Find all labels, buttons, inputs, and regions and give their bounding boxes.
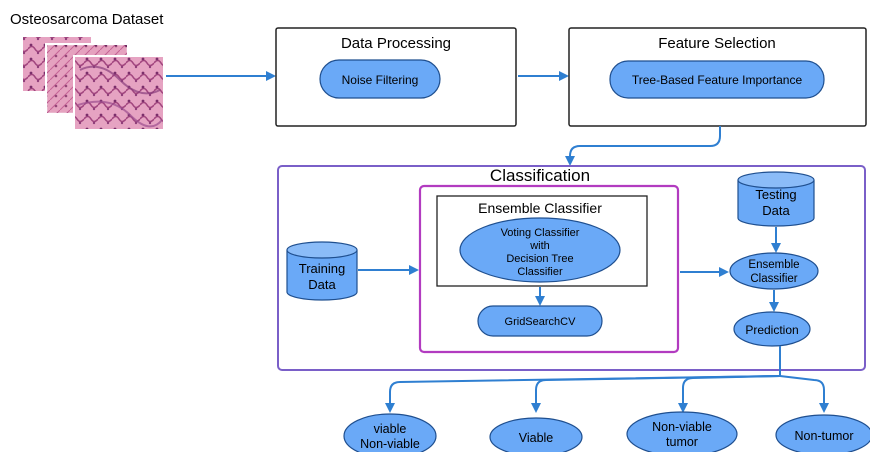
ensemble-node-label-line2: Classifier	[750, 273, 797, 285]
prediction-node	[733, 311, 811, 347]
training-data-node: Training Data	[286, 241, 358, 301]
dataset-title: Osteosarcoma Dataset	[10, 11, 164, 28]
ensemble-node-label-line1: Ensemble	[748, 259, 799, 271]
training-data-label-line1: Training	[299, 261, 345, 276]
output-branches	[385, 346, 829, 413]
testing-data-label-line1: Testing	[755, 187, 796, 202]
output-non-viable-tumor-node	[626, 411, 738, 452]
voting-label-line2: with	[529, 240, 550, 252]
output-1-label-line1: viable	[374, 422, 407, 436]
feature-selection-title: Feature Selection	[658, 35, 776, 52]
histology-image-stack	[21, 35, 165, 131]
voting-classifier-node	[459, 217, 621, 283]
output-3-label-line1: Non-viable	[652, 420, 712, 434]
ensemble-classifier-title: Ensemble Classifier	[478, 200, 602, 216]
output-1-label-line2: Non-viable	[360, 437, 420, 451]
output-viable-non-viable-node	[343, 413, 437, 452]
testing-data-node: Testing Data	[737, 171, 815, 227]
gridsearchcv-label: GridSearchCV	[505, 316, 577, 328]
voting-label-line1: Voting Classifier	[501, 227, 580, 239]
output-viable-node	[489, 417, 583, 452]
classification-title: Classification	[490, 166, 590, 185]
noise-filtering-label: Noise Filtering	[342, 73, 419, 87]
output-3-label-line2: tumor	[666, 435, 698, 449]
output-non-tumor-node	[775, 414, 870, 452]
ensemble-classifier-node	[729, 252, 819, 290]
voting-label-line4: Classifier	[517, 266, 563, 278]
arrow-features-to-classification	[565, 126, 721, 166]
feature-importance-label: Tree-Based Feature Importance	[632, 73, 803, 87]
testing-data-label-line2: Data	[762, 203, 790, 218]
prediction-label: Prediction	[745, 323, 798, 337]
output-2-label: Viable	[519, 431, 554, 445]
data-processing-title: Data Processing	[341, 35, 451, 52]
training-data-label-line2: Data	[308, 277, 336, 292]
feature-importance-node	[609, 60, 825, 99]
output-4-label: Non-tumor	[794, 429, 853, 443]
noise-filtering-node	[319, 59, 441, 99]
voting-label-line3: Decision Tree	[506, 253, 573, 265]
gridsearchcv-node	[477, 305, 603, 337]
